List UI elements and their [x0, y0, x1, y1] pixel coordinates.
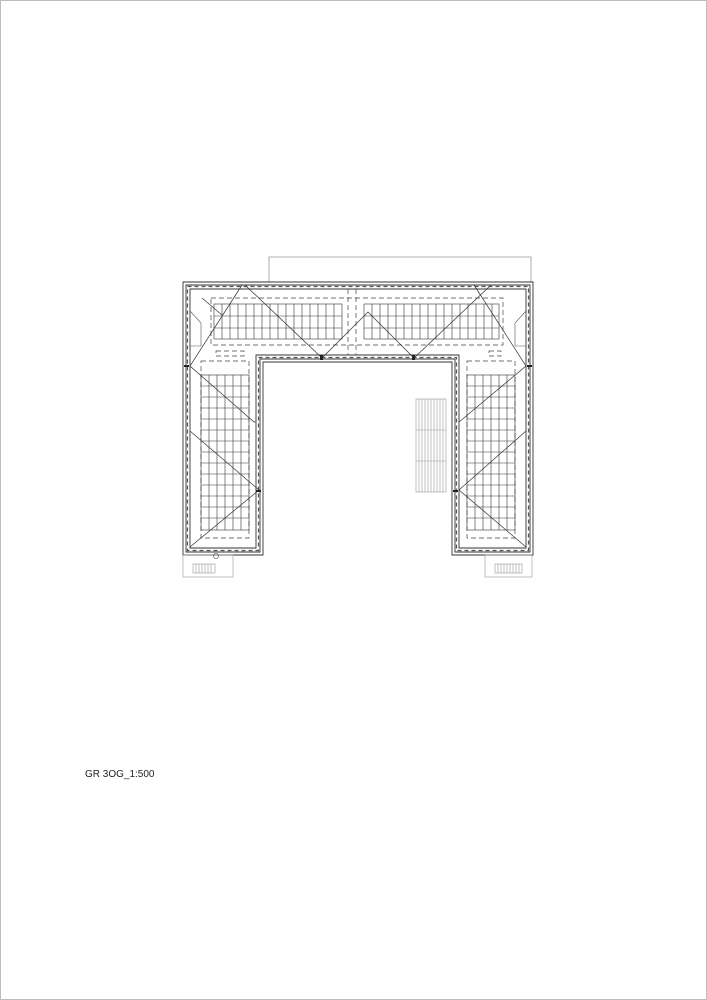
entry-stair-right: [484, 554, 533, 578]
wall-markers: [184, 355, 532, 492]
diagonal-lines: [189, 284, 527, 548]
bay-grid-right-wing: [466, 374, 516, 531]
bay-grid-top-left: [213, 303, 343, 340]
terrace-outline: [268, 256, 532, 282]
outer-walls: [182, 281, 534, 556]
bay-grid-top-right: [363, 303, 500, 340]
side-bays: [189, 310, 527, 347]
courtyard-stair: [415, 398, 447, 493]
bay-grid-left-wing: [200, 374, 250, 531]
drawing-caption: GR 3OG_1:500: [85, 769, 155, 780]
entry-stair-left: [182, 553, 234, 578]
